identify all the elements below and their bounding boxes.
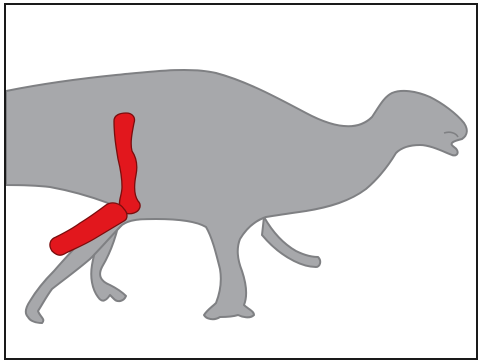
body-outline bbox=[6, 70, 467, 323]
dinosaur-silhouette bbox=[6, 70, 467, 323]
dinosaur-skeletal-diagram bbox=[6, 5, 476, 358]
figure-frame bbox=[4, 3, 478, 360]
far-front-arm bbox=[262, 217, 320, 267]
